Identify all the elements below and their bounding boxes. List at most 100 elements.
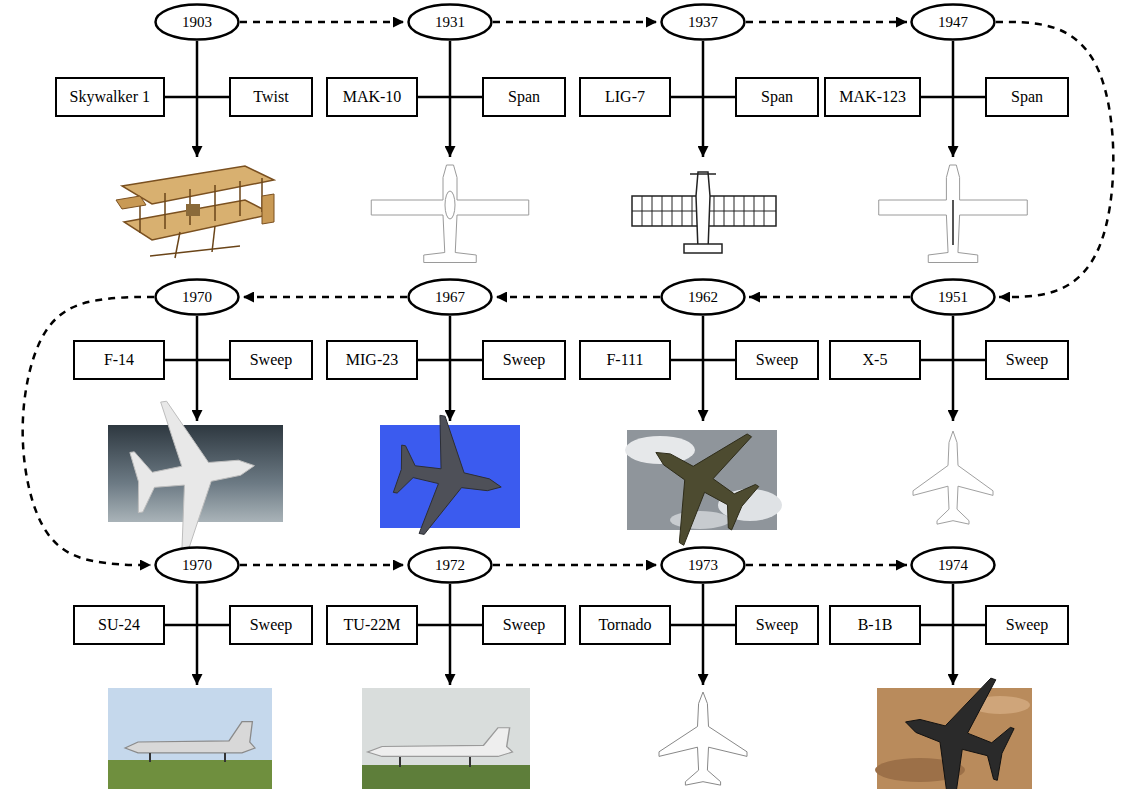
- oval-shape: [409, 280, 492, 315]
- aircraft-box: X-5: [829, 340, 921, 380]
- aircraft-name: F-14: [104, 351, 134, 369]
- aircraft-name: MIG-23: [346, 351, 398, 369]
- year-oval: 1937: [660, 3, 746, 41]
- year-label: 1931: [435, 14, 465, 31]
- timeline-arrow: [240, 21, 404, 24]
- bar-connector: [165, 359, 229, 362]
- tu-22m-photo: [362, 688, 530, 789]
- year-label: 1951: [938, 289, 968, 306]
- morph-type-box: Sweep: [229, 340, 313, 380]
- aircraft-box: Skywalker 1: [55, 77, 165, 117]
- year-oval: 1931: [407, 3, 493, 41]
- timeline-arrow: [749, 296, 910, 299]
- morph-type-box: Sweep: [735, 605, 819, 645]
- year-oval: 1903: [154, 3, 240, 41]
- oval-shape: [912, 5, 995, 40]
- f-111-photo: [622, 398, 782, 562]
- morph-type: Span: [761, 88, 793, 106]
- mig-23-photo: [380, 410, 520, 546]
- bar-connector: [418, 96, 482, 99]
- morph-type-box: Sweep: [985, 340, 1069, 380]
- timeline-arrow: [243, 296, 407, 299]
- timeline-arrow: [746, 564, 907, 567]
- aircraft-name: MAK-123: [839, 88, 906, 106]
- bar-connector: [165, 96, 229, 99]
- morph-type: Sweep: [756, 616, 799, 634]
- year-oval: 1972: [407, 546, 493, 584]
- aircraft-box: TU-22M: [326, 605, 418, 645]
- timeline-stems: [197, 41, 953, 685]
- morph-type: Sweep: [1006, 616, 1049, 634]
- year-oval: 1951: [910, 278, 996, 316]
- bar-connector: [671, 359, 735, 362]
- bar-connector: [921, 359, 985, 362]
- aircraft-name: LIG-7: [605, 88, 645, 106]
- oval-shape: [156, 5, 239, 40]
- bar-connector: [921, 624, 985, 627]
- year-oval: 1962: [660, 278, 746, 316]
- mak-10-drawing: [371, 165, 529, 263]
- timeline-arrow: [23, 297, 154, 565]
- mak-123-drawing: [879, 165, 1028, 263]
- oval-shape: [912, 280, 995, 315]
- aircraft-box: MIG-23: [326, 340, 418, 380]
- year-oval: 1967: [407, 278, 493, 316]
- bar-connector: [418, 359, 482, 362]
- morph-type-box: Span: [735, 77, 819, 117]
- morph-type-box: Sweep: [735, 340, 819, 380]
- year-label: 1947: [938, 14, 968, 31]
- morph-type-box: Sweep: [229, 605, 313, 645]
- bar-connector: [921, 96, 985, 99]
- timeline-arrow: [496, 296, 660, 299]
- year-label: 1937: [688, 14, 718, 31]
- b-1b-photo: [875, 657, 1032, 789]
- timeline-arrow: [493, 21, 657, 24]
- timeline-arrow: [240, 564, 404, 567]
- oval-shape: [409, 5, 492, 40]
- x-5-drawing: [913, 431, 993, 524]
- bar-connector: [418, 624, 482, 627]
- timeline-arrow: [996, 22, 1113, 297]
- year-label: 1974: [938, 557, 968, 574]
- year-label: 1970: [182, 289, 212, 306]
- oval-shape: [662, 280, 745, 315]
- year-oval: 1973: [660, 546, 746, 584]
- morph-type: Sweep: [756, 351, 799, 369]
- aircraft-name: Tornado: [598, 616, 651, 634]
- oval-shape: [662, 548, 745, 583]
- aircraft-name: F-111: [606, 351, 643, 369]
- year-oval: 1947: [910, 3, 996, 41]
- morph-type: Sweep: [1006, 351, 1049, 369]
- aircraft-box: LIG-7: [579, 77, 671, 117]
- oval-shape: [156, 548, 239, 583]
- morph-type: Sweep: [503, 351, 546, 369]
- timeline-arrow: [746, 21, 907, 24]
- morph-type: Sweep: [250, 351, 293, 369]
- aircraft-name: B-1B: [858, 616, 893, 634]
- year-label: 1967: [435, 289, 465, 306]
- aircraft-name: MAK-10: [343, 88, 402, 106]
- morph-type-box: Span: [482, 77, 566, 117]
- oval-shape: [156, 280, 239, 315]
- lig-7-drawing: [632, 172, 776, 253]
- aircraft-name: SU-24: [98, 616, 140, 634]
- morph-type-box: Sweep: [482, 605, 566, 645]
- morph-type-box: Sweep: [482, 340, 566, 380]
- aircraft-box: Tornado: [579, 605, 671, 645]
- year-oval: 1970: [154, 278, 240, 316]
- aircraft-box: F-111: [579, 340, 671, 380]
- f-14-photo: [108, 390, 283, 557]
- bar-connector: [165, 624, 229, 627]
- morph-type-box: Span: [985, 77, 1069, 117]
- su-24-photo: [108, 688, 272, 789]
- tornado-drawing: [659, 692, 747, 785]
- morph-type: Sweep: [503, 616, 546, 634]
- aircraft-box: F-14: [73, 340, 165, 380]
- aircraft-box: MAK-10: [326, 77, 418, 117]
- oval-shape: [912, 548, 995, 583]
- bar-connector: [671, 624, 735, 627]
- year-label: 1903: [182, 14, 212, 31]
